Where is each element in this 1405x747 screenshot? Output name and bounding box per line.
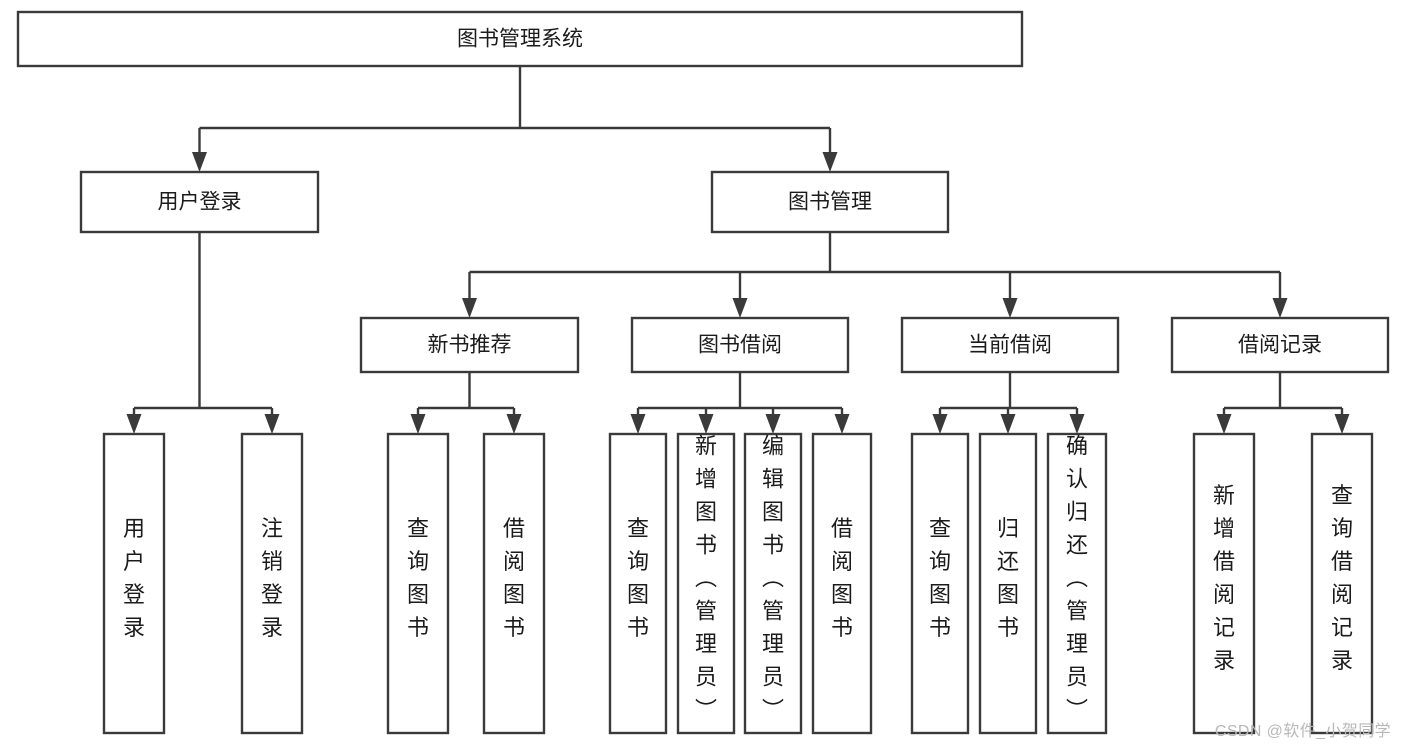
node-root[interactable]: 图书管理系统 <box>16 10 1024 68</box>
node-level3-2-label: 当前借阅 <box>968 334 1052 357</box>
edge-record-to-leaves <box>1216 372 1350 434</box>
node-leaf-6-box[interactable] <box>743 432 803 735</box>
node-leaf-10-box[interactable] <box>1046 432 1108 735</box>
node-leaf-12-box[interactable] <box>1310 432 1374 735</box>
arrow-head-icon <box>1002 298 1018 318</box>
arrow-head-icon <box>1000 414 1016 434</box>
arrow-head-icon <box>1334 414 1350 434</box>
arrow-head-icon <box>834 414 850 434</box>
arrow-head-icon <box>192 152 207 172</box>
edge-root-to-level2 <box>192 66 838 172</box>
node-leaf-8[interactable]: 查询图书 <box>910 432 970 735</box>
node-leaf-6[interactable]: 编辑图书︵管理员︶ <box>743 432 803 735</box>
arrow-head-icon <box>462 298 477 318</box>
node-leaf-10-label: 确认归还︵管理员︶ <box>1066 434 1088 723</box>
node-leaf-2-label: 查询图书 <box>407 516 429 640</box>
node-leaf-10[interactable]: 确认归还︵管理员︶ <box>1046 432 1108 735</box>
node-level3-3-box[interactable] <box>1170 316 1390 374</box>
node-level3-2-box[interactable] <box>900 316 1120 374</box>
node-level2-0-box[interactable] <box>79 170 320 234</box>
node-leaf-2-box[interactable] <box>386 432 450 735</box>
node-leaf-9-label: 归还图书 <box>997 516 1019 640</box>
node-leaf-5-label: 新增图书︵管理员︶ <box>695 434 717 723</box>
node-leaf-5-box[interactable] <box>676 432 736 735</box>
node-leaf-7-label: 借阅图书 <box>831 516 853 640</box>
node-leaf-11-box[interactable] <box>1192 432 1256 735</box>
arrow-head-icon <box>1069 414 1085 434</box>
node-root-label: 图书管理系统 <box>457 28 583 51</box>
node-level2-1-label: 图书管理 <box>788 191 872 214</box>
node-level3-3-label: 借阅记录 <box>1238 334 1322 357</box>
node-leaf-11-label: 新增借阅记录 <box>1213 483 1235 673</box>
node-level2-1-box[interactable] <box>710 170 950 234</box>
arrow-head-icon <box>410 414 426 434</box>
edge-book-manage-to-level3 <box>462 232 1288 318</box>
node-level3-0[interactable]: 新书推荐 <box>359 316 580 374</box>
node-leaf-12[interactable]: 查询借阅记录 <box>1310 432 1374 735</box>
node-leaf-7-box[interactable] <box>811 432 873 735</box>
edge-new-book-to-leaves <box>410 372 522 434</box>
node-level3-1-label: 图书借阅 <box>698 334 782 357</box>
arrow-head-icon <box>126 414 142 434</box>
node-leaf-3-box[interactable] <box>482 432 546 735</box>
arrow-head-icon <box>506 414 522 434</box>
node-level3-2[interactable]: 当前借阅 <box>900 316 1120 374</box>
node-leaf-11[interactable]: 新增借阅记录 <box>1192 432 1256 735</box>
node-leaf-1-label: 注销登录 <box>261 516 283 640</box>
node-leaf-3[interactable]: 借阅图书 <box>482 432 546 735</box>
node-leaf-6-label: 编辑图书︵管理员︶ <box>762 434 784 723</box>
node-leaf-4[interactable]: 查询图书 <box>608 432 668 735</box>
node-level3-3[interactable]: 借阅记录 <box>1170 316 1390 374</box>
node-level2-1[interactable]: 图书管理 <box>710 170 950 234</box>
arrow-head-icon <box>732 298 748 318</box>
node-leaf-4-box[interactable] <box>608 432 668 735</box>
node-leaf-0[interactable]: 用户登录 <box>102 432 166 735</box>
node-level2-0-label: 用户登录 <box>158 191 242 214</box>
node-leaf-12-label: 查询借阅记录 <box>1331 483 1353 673</box>
arrow-head-icon <box>264 414 280 434</box>
node-leaf-8-box[interactable] <box>910 432 970 735</box>
node-leaf-1[interactable]: 注销登录 <box>240 432 304 735</box>
node-leaf-9-box[interactable] <box>978 432 1038 735</box>
node-leaf-0-label: 用户登录 <box>123 516 145 640</box>
node-level3-0-label: 新书推荐 <box>428 334 512 357</box>
node-leaf-5[interactable]: 新增图书︵管理员︶ <box>676 432 736 735</box>
node-leaf-7[interactable]: 借阅图书 <box>811 432 873 735</box>
node-level3-1-box[interactable] <box>630 316 850 374</box>
nodes-layer: 图书管理系统用户登录图书管理新书推荐图书借阅当前借阅借阅记录用户登录注销登录查询… <box>16 10 1390 735</box>
node-leaf-8-label: 查询图书 <box>929 516 951 640</box>
arrow-head-icon <box>1216 414 1232 434</box>
arrow-head-icon <box>765 414 781 434</box>
arrow-head-icon <box>1272 298 1288 318</box>
node-level3-1[interactable]: 图书借阅 <box>630 316 850 374</box>
node-leaf-0-box[interactable] <box>102 432 166 735</box>
arrow-head-icon <box>698 414 714 434</box>
node-root-box[interactable] <box>16 10 1024 68</box>
node-leaf-4-label: 查询图书 <box>627 516 649 640</box>
node-leaf-3-label: 借阅图书 <box>503 516 525 640</box>
csdn-watermark: CSDN @软件_小贺同学 <box>1214 723 1391 740</box>
arrow-head-icon <box>822 152 838 172</box>
node-level3-0-box[interactable] <box>359 316 580 374</box>
node-level2-0[interactable]: 用户登录 <box>79 170 320 234</box>
edge-borrow-to-leaves <box>630 372 850 434</box>
node-leaf-2[interactable]: 查询图书 <box>386 432 450 735</box>
node-leaf-1-box[interactable] <box>240 432 304 735</box>
connectors-layer <box>126 66 1350 434</box>
edge-user-login-to-leaves <box>126 232 280 434</box>
edge-current-to-leaves <box>932 372 1085 434</box>
arrow-head-icon <box>630 414 646 434</box>
node-leaf-9[interactable]: 归还图书 <box>978 432 1038 735</box>
arrow-head-icon <box>932 414 948 434</box>
